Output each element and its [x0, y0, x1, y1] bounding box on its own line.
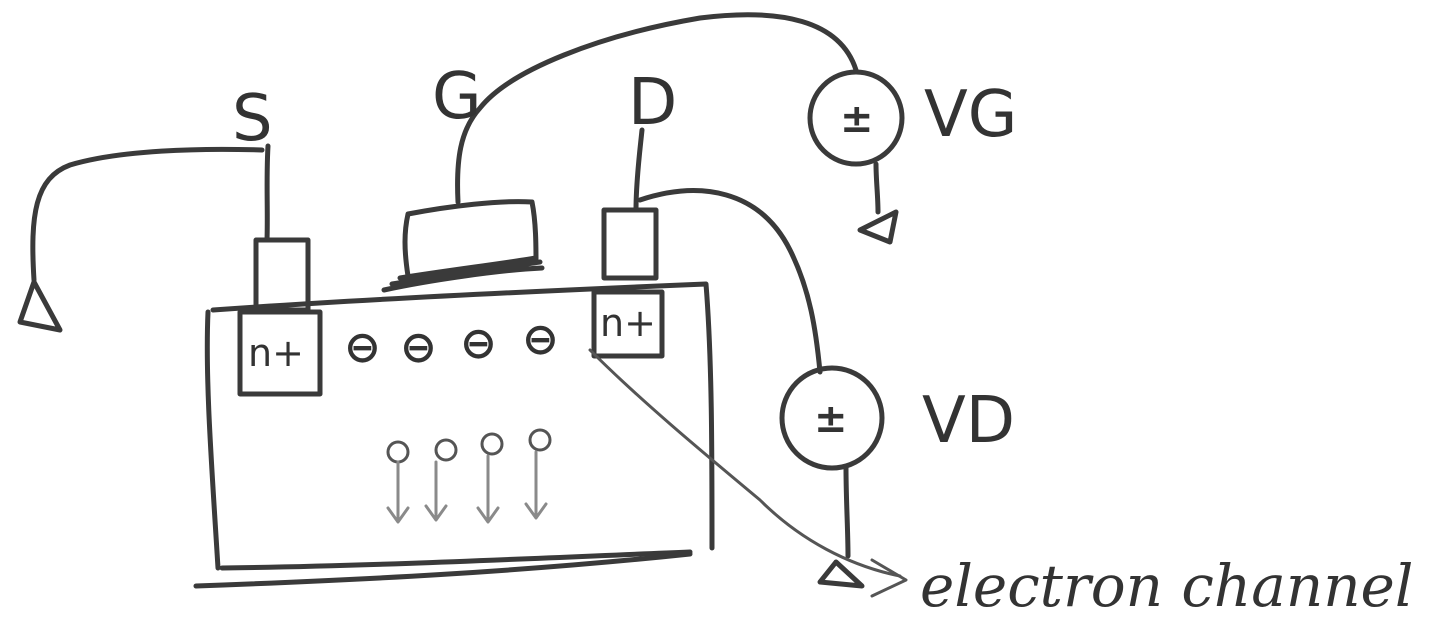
source-n-plus-label: n+	[248, 331, 304, 375]
gate-electrode	[402, 199, 539, 279]
gate-lead	[455, 12, 859, 205]
carrier-4	[528, 428, 552, 452]
gate-terminal-label: G	[432, 60, 482, 134]
source-contact	[253, 237, 311, 313]
source-lead	[264, 143, 271, 243]
electron-1: ⊖	[344, 322, 381, 373]
gate-oxide	[381, 255, 545, 293]
electron-2: ⊖	[400, 322, 437, 373]
substrate-body	[204, 281, 715, 571]
vd-source-sign: ±	[814, 396, 848, 442]
channel-electrons: ⊖ ⊖ ⊖ ⊖	[344, 314, 559, 373]
vd-source-circle	[779, 365, 885, 471]
drain-wire-to-vd	[637, 188, 823, 375]
vg-ground-wire	[873, 161, 881, 215]
vg-source-circle	[807, 69, 905, 167]
electron-channel-annotation: electron channel	[920, 552, 1413, 620]
substrate-carriers	[386, 428, 552, 524]
carrier-1	[386, 440, 410, 464]
drain-n-plus-region	[591, 289, 665, 359]
vd-label: VD	[922, 384, 1015, 458]
carrier-2-arrow	[424, 460, 448, 522]
drain-terminal-label: D	[628, 66, 677, 140]
drain-contact	[601, 207, 659, 281]
source-ground-wire	[30, 146, 265, 283]
carrier-2	[434, 438, 458, 462]
source-n-plus-region	[237, 309, 323, 397]
carrier-3-arrow	[476, 454, 500, 524]
carrier-3	[480, 432, 504, 456]
carrier-4-arrow	[524, 450, 548, 520]
channel-pointer-arrowhead	[870, 558, 908, 598]
electron-3: ⊖	[460, 318, 497, 369]
source-terminal-label: S	[232, 82, 273, 156]
vg-source-sign: ±	[840, 96, 874, 142]
substrate-bottom-line	[193, 551, 693, 589]
drain-lead	[633, 127, 645, 213]
carrier-1-arrow	[386, 460, 410, 524]
vd-ground-wire	[843, 465, 851, 559]
channel-pointer-line	[588, 348, 902, 578]
vd-ground-symbol	[817, 559, 865, 589]
electron-4: ⊖	[522, 314, 559, 365]
vg-label: VG	[924, 78, 1017, 152]
source-ground-symbol	[17, 279, 63, 333]
drain-n-plus-label: n+	[600, 301, 656, 345]
vg-ground-symbol	[857, 209, 899, 245]
